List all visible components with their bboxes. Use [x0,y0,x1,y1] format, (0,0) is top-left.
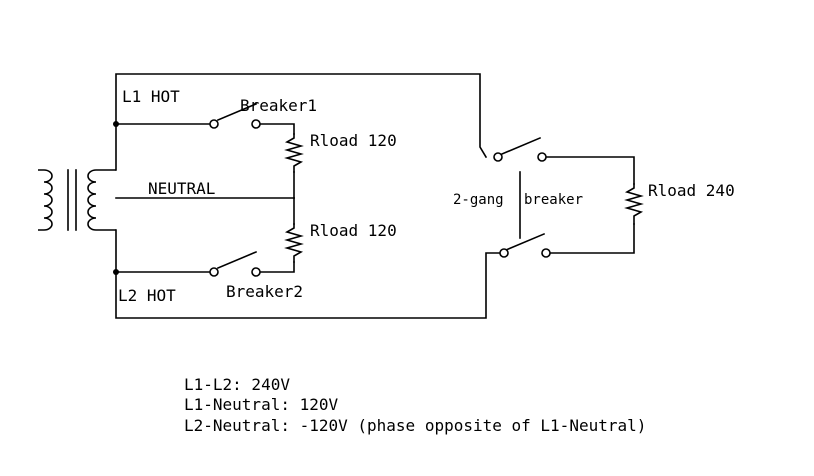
transformer-secondary-coil [87,169,116,231]
gang-top-contact-left [493,152,503,162]
breaker1-to-load-wire [259,123,295,135]
l1-hot-wire [115,73,488,171]
gang-top-to-load-wire [545,156,635,185]
rload-120-bottom-resistor [284,223,304,263]
wires [115,73,635,319]
breaker2-label: Breaker2 [226,282,303,301]
gang-bottom-contact-right [541,248,551,258]
rload-240-label: Rload 240 [648,181,735,200]
rload-240-resistor [624,183,644,225]
neutral-label: NEUTRAL [148,179,215,198]
breaker1-contact-right [251,119,261,129]
note-l1-l2: L1-L2: 240V [184,375,290,394]
gang-top-contact-right [537,152,547,162]
breaker2-to-load-wire [259,261,295,273]
gang-bottom-blade [504,232,546,252]
gang-breaker-label-left: 2-gang [453,192,504,208]
breaker2-contact-left [209,267,219,277]
breaker2-blade [216,250,258,270]
l2-hot-label: L2 HOT [118,286,176,305]
note-l2-neutral: L2-Neutral: -120V (phase opposite of L1-… [184,416,646,435]
rload-120-bottom-label: Rload 120 [310,221,397,240]
l2-hot-wire [115,229,501,319]
rload-120-top-label: Rload 120 [310,131,397,150]
breaker1-label: Breaker1 [240,96,317,115]
breaker1-contact-left [209,119,219,129]
gang-bottom-to-load-wire [549,223,635,254]
gang-top-blade [500,136,542,156]
note-l1-neutral: L1-Neutral: 120V [184,395,338,414]
breaker2-contact-right [251,267,261,277]
breaker1-blade [216,102,258,122]
junction-dot-l1 [113,121,119,127]
transformer-primary-coil [38,169,53,231]
l1-hot-label: L1 HOT [122,87,180,106]
gang-breaker-label-right: breaker [524,192,583,208]
rload-120-top-resistor [284,133,304,173]
transformer [38,169,116,231]
gang-bottom-contact-left [499,248,509,258]
junction-dot-l2 [113,269,119,275]
